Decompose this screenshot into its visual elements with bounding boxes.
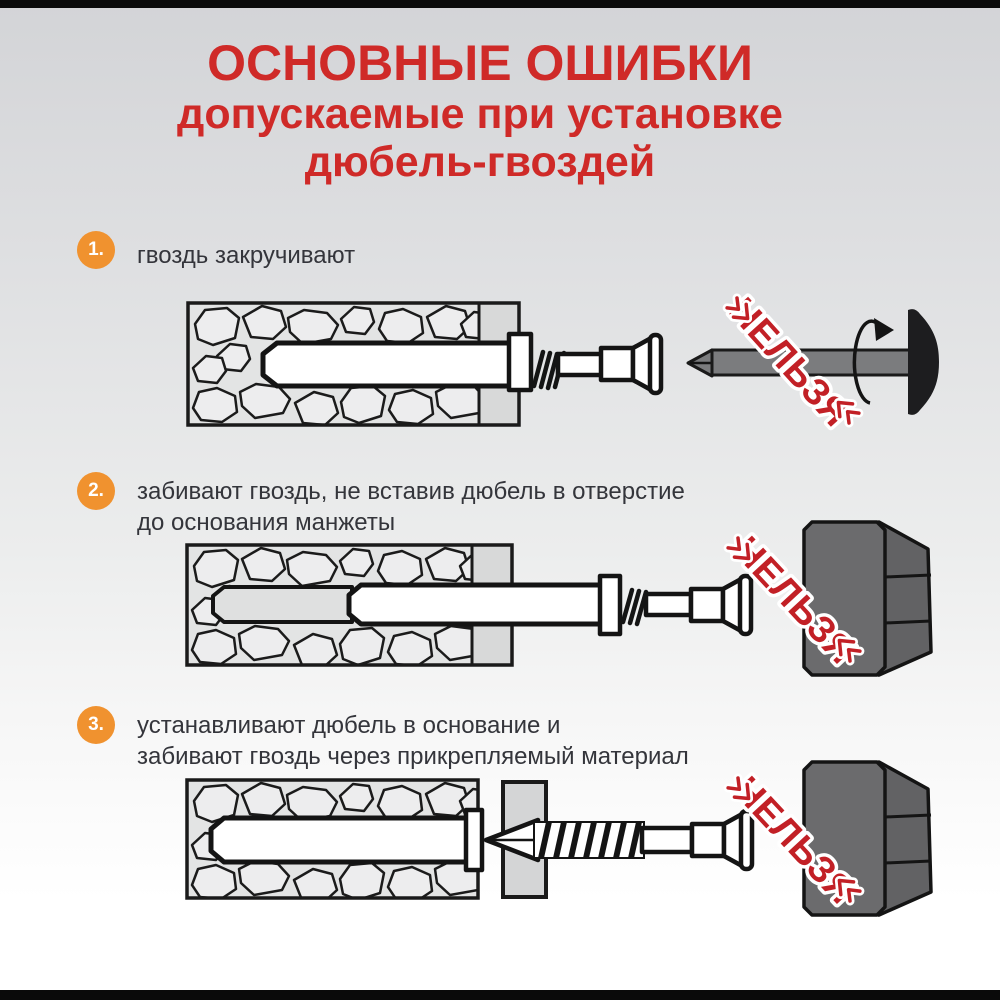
bottom-black-bar	[0, 990, 1000, 1000]
dowel-collar	[597, 573, 623, 637]
item-2-number-badge: 2.	[77, 472, 115, 510]
item-2-text-line2: до основания манжеты	[137, 509, 396, 536]
page-title: ОСНОВНЫЕ ОШИБКИ	[207, 35, 753, 91]
nail	[531, 335, 661, 393]
item-3-number-badge: 3.	[77, 706, 115, 744]
dowel-collar	[463, 807, 485, 873]
nail-head	[601, 335, 661, 393]
dowel-collar	[506, 331, 534, 393]
page-subtitle-line1: допускаемые при установке	[177, 90, 783, 138]
screwdriver-handle	[908, 309, 939, 415]
top-black-bar	[0, 0, 1000, 8]
dowel-sleeve	[260, 340, 515, 389]
nail-head	[692, 811, 752, 869]
nail-shaft	[555, 351, 606, 378]
page-subtitle-line2: дюбель-гвоздей	[304, 138, 656, 186]
illustration-2: НЕЛЬЗЯ	[185, 520, 933, 677]
item-1-number-badge: 1.	[77, 231, 115, 269]
item-1-text: гвоздь закручивают	[137, 242, 356, 269]
rotation-arrow-icon	[852, 318, 894, 405]
nail	[483, 811, 752, 869]
screwdriver-icon	[686, 309, 939, 415]
nail-head	[691, 576, 751, 634]
nail-shaft	[643, 591, 694, 618]
nail-shaft	[639, 825, 695, 855]
dowel-sleeve	[208, 815, 471, 865]
item-3-text-line2: забивают гвоздь через прикрепляемый мате…	[137, 743, 689, 770]
nail	[620, 576, 751, 634]
illustration-1: НЕЛЬЗЯ	[186, 286, 939, 438]
item-3-text-line1: устанавливают дюбель в основание и	[137, 712, 561, 739]
dowel-sleeve	[346, 582, 605, 627]
drilled-hole	[211, 585, 354, 624]
illustration-3: НЕЛЬЗЯ	[185, 760, 933, 917]
item-2-text-line1: забивают гвоздь, не вставив дюбель в отв…	[137, 478, 685, 505]
